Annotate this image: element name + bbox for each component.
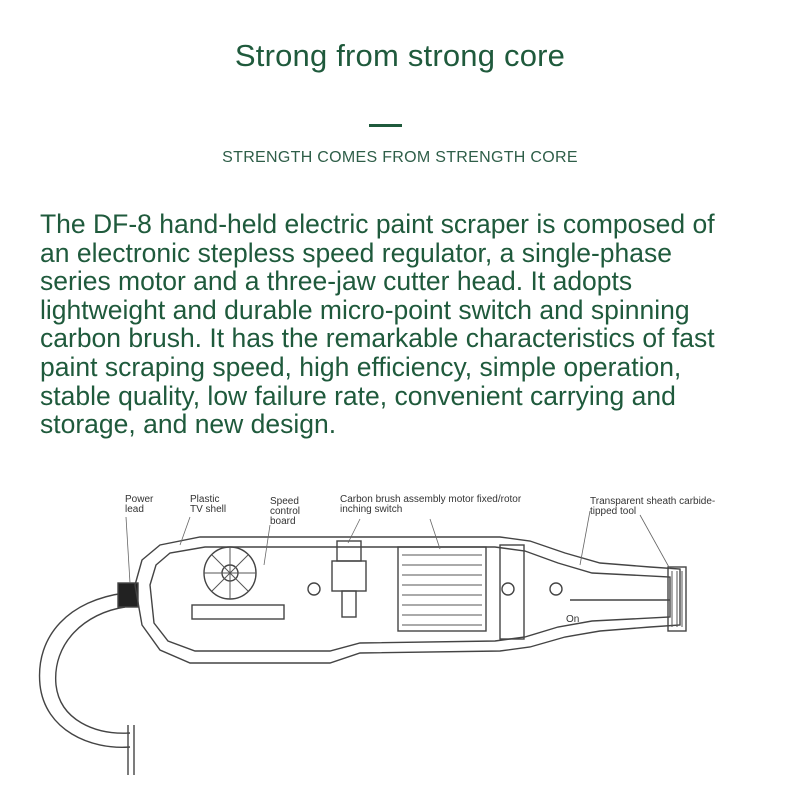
motor-rotor [397,546,487,632]
label-carbon-brush: Carbon brush assembly motor fixed/rotor … [340,494,522,515]
switch-body [331,560,367,592]
bearing-left [307,582,321,596]
label-on: On [566,614,580,625]
label-sheath: Transparent sheath carbide- tipped tool [590,496,716,517]
power-cord-inner [55,606,131,734]
bearing-mid [501,582,515,596]
label-speed-board: Speed control board [270,496,301,527]
label-power-lead: Power lead [125,494,154,515]
bearing-right [549,582,563,596]
body-shell [134,536,681,664]
body-inner [149,546,671,652]
tool-chuck [667,566,687,632]
scraper-cross-section-diagram: Power lead Plastic TV shell Speed contro… [30,485,750,785]
strain-relief [117,582,139,608]
switch-stem [341,590,357,618]
product-description: The DF-8 hand-held electric paint scrape… [40,209,715,440]
switch-cap [336,540,362,562]
front-collar [499,544,525,640]
diagram-drawing [38,510,687,775]
power-cord [38,592,131,748]
page-subtitle: STRENGTH COMES FROM STRENGTH CORE [222,149,578,166]
label-plastic-shell: Plastic TV shell [190,494,227,515]
speed-board [191,604,285,620]
page-title: Strong from strong core [234,38,566,73]
title-divider [369,124,402,127]
